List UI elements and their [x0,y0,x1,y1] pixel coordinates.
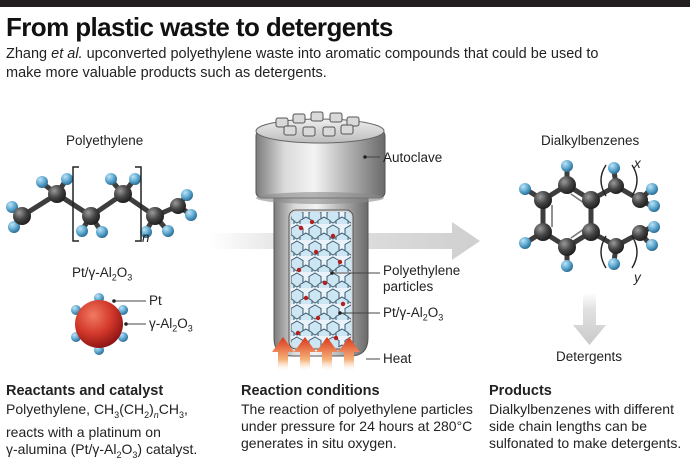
alumina-label: γ-Al2O3 [149,316,193,337]
reactants-l1-pre: Polyethylene, CH [6,401,115,417]
polyethylene-label: Polyethylene [66,133,144,148]
reactor-catalyst-label: Pt/γ-Al2O3 [383,305,443,326]
dialkylbenzene-molecule [519,160,660,272]
heat-arrows [272,337,360,372]
products-line-3: sulfonated to make detergents. [489,435,682,451]
top-rule [0,0,690,7]
products-heading: Products [489,383,552,399]
reactor-catalyst-sub2: 3 [438,312,444,323]
reactants-l1-c: CH [158,401,180,417]
dialkylbenzenes-label: Dialkylbenzenes [541,133,640,148]
catalyst-particle [71,293,146,355]
alumina-mid: O [177,316,188,331]
particles-label-line2: particles [383,279,434,294]
flow-arrow-down [573,293,606,345]
conditions-line-3: generates in situ oxygen. [241,435,397,451]
conditions-line-2: under pressure for 24 hours at 280°C [241,418,473,434]
reactants-l1-a: (CH [119,401,145,417]
alumina-sub2: 3 [187,323,193,334]
detergents-label: Detergents [556,349,623,364]
products-line-1: Dialkylbenzenes with different [489,401,674,417]
conditions-section: Reaction conditions The reaction of poly… [241,383,486,452]
conditions-line-1: The reaction of polyethylene particles [241,401,473,417]
autoclave-label: Autoclave [383,150,443,165]
reactants-l1-s1: 3 [114,409,120,420]
reactor-catalyst-sub1: 2 [422,312,428,323]
catalyst-title-mid: O [116,265,128,280]
chain-y-label: y [634,270,641,285]
page-title: From plastic waste to detergents [6,12,393,42]
catalyst-title-sub1: 2 [111,272,117,283]
particles-label-line1: Polyethylene [383,263,461,278]
catalyst-title-text: Pt/γ-Al [72,265,112,280]
page-subtitle: Zhang et al. upconverted polyethylene wa… [6,45,606,83]
subtitle-author: Zhang [6,46,52,62]
repeat-bracket-left [72,166,79,242]
reactants-l1-s4: 3 [179,409,185,420]
catalyst-title-sub2: 3 [127,272,133,283]
heat-label: Heat [383,351,412,366]
reactants-line-3: γ-alumina (Pt/γ-Al2O3) catalyst. [6,441,231,464]
reactants-l1-d: , [184,401,188,417]
reactants-l1-s3: n [153,409,159,420]
reactants-heading: Reactants and catalyst [6,383,164,399]
reactor-catalyst-mid: O [427,305,439,320]
products-section: Products Dialkylbenzenes with different … [489,383,687,452]
catalyst-title-label: Pt/γ-Al2O3 [72,265,132,286]
diagram-artwork [6,111,660,372]
alumina-text: γ-Al [149,316,173,331]
reactants-l3-mid: O [121,440,133,457]
subtitle-etal: et al. [51,46,83,62]
chain-x-label: x [634,156,641,171]
products-line-2: side chain lengths can be [489,418,647,434]
repeat-bracket-right [135,166,142,242]
reactants-line-1: Polyethylene, CH3(CH2)nCH3, [6,401,231,424]
reactants-section: Reactants and catalyst Polyethylene, CH3… [6,383,231,464]
reactants-l1-s2: 2 [144,409,150,420]
polyethylene-molecule [6,166,197,242]
repeat-n-label: n [142,230,150,245]
reactor-catalyst-text: Pt/γ-Al [383,305,423,320]
autoclave-reactor [255,111,386,357]
reactants-line-2: reacts with a platinum on [6,423,161,440]
reactants-l1-b: ) [149,401,154,417]
pt-label: Pt [149,293,162,308]
alumina-sub1: 2 [172,323,178,334]
reactants-l3-pre: γ-alumina (Pt/γ-Al [6,440,117,457]
subtitle-rest: upconverted polyethylene waste into arom… [6,46,599,81]
conditions-heading: Reaction conditions [241,383,380,399]
reactants-l3-post: ) catalyst. [137,440,198,457]
